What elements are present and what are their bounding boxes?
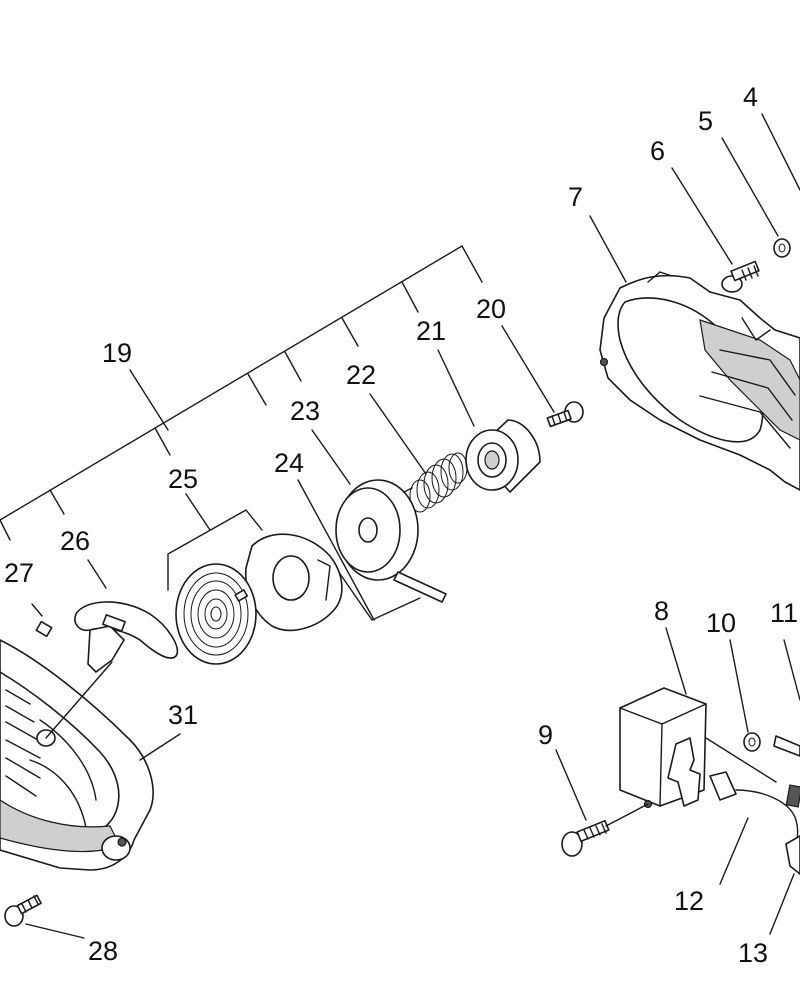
leader-lines	[25, 113, 800, 939]
spring-22-part	[403, 452, 468, 513]
pulley-23-part	[335, 479, 419, 581]
callout-numbers: 4 5 6 7 8 9 10 11 12 13 19 20 21 22 23 2…	[4, 82, 798, 968]
washer-10-part	[743, 732, 761, 752]
washer-5-part	[773, 238, 791, 258]
callout-28: 28	[88, 936, 118, 966]
callout-11: 11	[770, 598, 798, 628]
leader-27-dash	[31, 603, 43, 617]
callout-21: 21	[416, 316, 446, 346]
callout-23: 23	[290, 396, 320, 426]
callout-26: 26	[60, 526, 90, 556]
handle-link-line	[45, 661, 113, 739]
callout-8: 8	[654, 596, 669, 626]
callout-10: 10	[706, 608, 736, 638]
callout-19: 19	[102, 338, 132, 368]
starter-handle-part	[74, 601, 179, 673]
callout-31: 31	[168, 700, 198, 730]
callout-27: 27	[4, 558, 34, 588]
callout-9: 9	[538, 720, 553, 750]
reel-21-part	[465, 419, 541, 493]
callout-12: 12	[674, 886, 704, 916]
assembly-19-bracket	[0, 245, 483, 541]
callout-6: 6	[650, 136, 665, 166]
recoil-spring-part	[175, 563, 257, 665]
callout-20: 20	[476, 294, 506, 324]
bolt-6-part	[721, 260, 760, 293]
bolt-9-part	[561, 819, 610, 857]
callout-5: 5	[698, 106, 713, 136]
bolt-9-axis	[605, 803, 649, 827]
group-25-bracket	[167, 509, 263, 591]
callout-24: 24	[274, 448, 304, 478]
screw-28-part	[4, 894, 42, 927]
washer-10-axis	[705, 737, 777, 783]
callout-7: 7	[568, 182, 583, 212]
callout-22: 22	[346, 360, 376, 390]
cable-11-part	[773, 735, 800, 808]
callout-4: 4	[743, 82, 758, 112]
callout-25: 25	[168, 464, 198, 494]
bolt-20-part	[546, 401, 584, 428]
recoil-plate-part	[244, 533, 343, 632]
insert-27-part	[35, 620, 53, 638]
rope-24-part	[393, 571, 447, 603]
fan-cover-part	[599, 271, 800, 491]
rope-24-bracket	[335, 567, 421, 621]
ignition-module-part	[619, 687, 707, 809]
wire-12-part	[709, 771, 800, 875]
starter-housing-part	[0, 639, 154, 871]
callout-13: 13	[738, 938, 768, 968]
